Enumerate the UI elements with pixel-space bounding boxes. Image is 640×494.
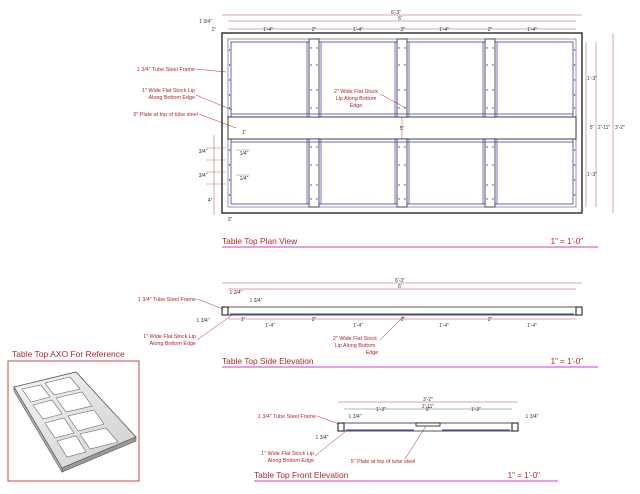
plan-dim-bottom-3: 3" <box>228 217 233 223</box>
side-dim-overall: 6'-3" <box>395 278 405 284</box>
side-dim-s1: 1" <box>241 317 246 323</box>
front-tube-left <box>337 422 345 432</box>
axo-table-edge-left <box>13 385 63 474</box>
plan-dim-seg1: 1'-4" <box>263 27 273 33</box>
front-elevation: 3'-2" 2'-11" 1'-3" 5" 1'-3" 1 3/4" 1 3/4… <box>254 397 558 482</box>
plan-label-tube: 1 3/4" Tube Steel Frame <box>137 67 195 73</box>
side-label-lip1: 1" Wide Flat Stock Lip <box>143 334 196 340</box>
plan-rib <box>484 138 496 208</box>
plan-dim-top-left: 1" <box>211 27 216 33</box>
plan-dim-inner: 6' <box>398 16 402 22</box>
front-label-tube: 1 3/4" Tube Steel Frame <box>258 414 316 420</box>
side-dim-s2: 1'-4" <box>265 323 275 329</box>
side-scale: 1" = 1'-0" <box>551 357 583 366</box>
side-dim-s6: 1'-4" <box>439 323 449 329</box>
plan-dim-row1: 1'-3" <box>587 76 597 82</box>
plan-dim-overall-h: 3'-2" <box>615 125 625 131</box>
front-plate <box>415 422 441 427</box>
plan-dim-overall: 6'-3" <box>391 10 401 16</box>
side-label-tube: 1 3/4" Tube Steel Frame <box>138 297 196 303</box>
plan-dim-left-f2: 1/4" <box>240 151 249 157</box>
plan-bolt-holes <box>228 47 576 200</box>
plan-dim-row-mid: 5" <box>590 125 595 131</box>
front-dim-inner: 2'-11" <box>422 404 435 410</box>
side-label-lip-b1: 2" Wide Flat Stock <box>333 336 377 342</box>
plan-dim-left-f1: 3/4" <box>199 149 208 155</box>
side-label-lip2: Along Bottom Edge <box>150 341 196 347</box>
plan-rib <box>396 138 408 208</box>
plan-dim-left-f3: 3/4" <box>199 173 208 179</box>
plan-dim-seg3: 1'-4" <box>353 27 363 33</box>
plan-dim-left-f4: 1/4" <box>240 176 249 182</box>
front-dim-r: 1 3/4" <box>526 414 539 420</box>
front-tube-right <box>511 422 519 432</box>
plan-rib <box>308 138 320 208</box>
side-dim-s5: 2" <box>401 317 406 323</box>
plan-dim-left-4: 4" <box>208 198 213 204</box>
plan-dim-top-left-frac: 1 3/4" <box>199 19 212 25</box>
front-label-lip2: Along Bottom Edge <box>268 458 314 464</box>
plan-label-plate: 5" Plate at top of tube steel <box>133 112 198 118</box>
plan-dim-row-total: 2'-11" <box>598 125 611 131</box>
plan-label-lip1: 1" Wide Flat Stock Lip <box>142 88 195 94</box>
side-dim-v: 1 3/4" <box>197 318 210 324</box>
axo-panels <box>21 376 119 458</box>
plan-view: 6'-3" 6' 1'-4" 2" 1'-4" 2" 1'-4" 2" 1'-4… <box>133 10 625 248</box>
side-elevation: 6'-3" 6' 1 3/4" 1 3/4" 1" 1'-4" 2" 1'-4"… <box>138 278 598 368</box>
side-label-lip-b2: Lip Along Bottom <box>335 343 376 349</box>
plan-dim-seg5: 1'-4" <box>439 27 449 33</box>
plan-ribs <box>308 38 496 208</box>
side-label-lip-b3: Edge <box>366 350 379 356</box>
plan-label-lip-b2: Lip Along Bottom <box>336 96 377 102</box>
front-dim-l: 1 3/4" <box>349 414 362 420</box>
side-dim-s8: 1'-4" <box>527 323 537 329</box>
plan-dim-seg6: 2" <box>488 27 493 33</box>
front-label-lip1: 1" Wide Flat Stock Lip <box>261 451 314 457</box>
front-title: Table Top Front Elevation <box>254 470 349 480</box>
plan-dim-left-1: 1" <box>242 130 247 136</box>
front-dim-a: 1'-3" <box>376 407 386 413</box>
plan-dim-seg2: 2" <box>312 27 317 33</box>
side-dim-s4: 1'-4" <box>353 323 363 329</box>
side-dim-s3: 2" <box>312 317 317 323</box>
plan-label-lip-b1: 2" Wide Flat Stock <box>334 89 378 95</box>
plan-scale: 1" = 1'-0" <box>551 237 583 246</box>
side-dim-frac2: 1 3/4" <box>250 298 263 304</box>
plan-title: Table Top Plan View <box>222 236 298 246</box>
plan-rib-lips <box>231 42 573 204</box>
front-dim-v: 1 3/4" <box>316 435 329 441</box>
side-dim-frac1: 1 3/4" <box>230 290 243 296</box>
front-label-plate: 5" Plate at top of tube steel <box>351 459 416 465</box>
plan-rib <box>396 38 408 118</box>
front-dim-b: 5" <box>426 407 431 413</box>
plan-rib <box>308 38 320 118</box>
plan-label-lip2: Along Bottom Edge <box>149 95 195 101</box>
side-dim-inner: 6' <box>398 284 402 290</box>
side-tube-right <box>575 306 583 316</box>
plan-dim-seg4: 2" <box>401 27 406 33</box>
side-dim-s7: 2" <box>488 317 493 323</box>
side-tube-left <box>221 306 229 316</box>
plan-dim-row2: 1'-3" <box>587 172 597 178</box>
plan-dim-plate: 5" <box>400 126 405 132</box>
front-dim-c: 1'-3" <box>471 407 481 413</box>
front-scale: 1" = 1'-0" <box>508 471 540 480</box>
axo-reference: Table Top AXO For Reference <box>7 349 140 482</box>
plan-rib <box>484 38 496 118</box>
plan-dim-seg7: 1'-4" <box>527 27 537 33</box>
front-dim-overall: 3'-2" <box>423 397 433 403</box>
axo-title: Table Top AXO For Reference <box>12 349 125 359</box>
side-title: Table Top Side Elevation <box>222 356 314 366</box>
plan-label-lip-b3: Edge <box>350 103 363 109</box>
